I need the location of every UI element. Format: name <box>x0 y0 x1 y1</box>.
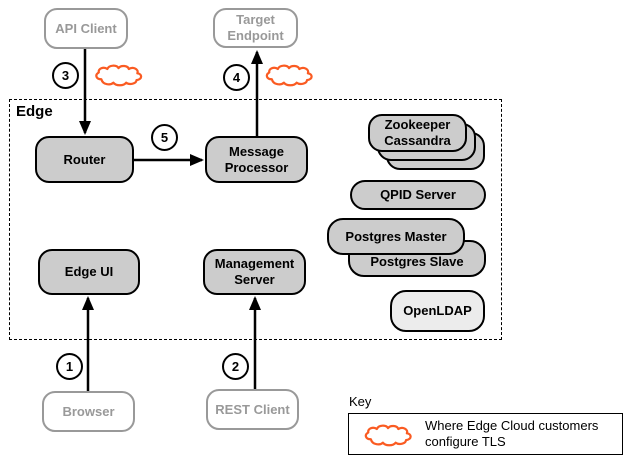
node-rest-client: REST Client <box>206 389 299 430</box>
node-management-server: Management Server <box>203 249 306 295</box>
edge-zone-label: Edge <box>16 103 53 120</box>
node-edge-ui: Edge UI <box>38 249 140 295</box>
step-badge-2-number: 2 <box>231 359 240 374</box>
node-openldap: OpenLDAP <box>390 290 485 332</box>
step-badge-3: 3 <box>52 62 79 89</box>
node-postgres-master: Postgres Master <box>327 218 465 255</box>
key-title: Key <box>349 394 372 409</box>
node-management-server-label: Management Server <box>214 256 295 287</box>
node-rest-client-label: REST Client <box>215 401 290 417</box>
node-message-processor-label: Message Processor <box>224 143 289 175</box>
node-message-processor: Message Processor <box>205 136 308 183</box>
node-qpid-server: QPID Server <box>350 180 486 210</box>
step-badge-5-number: 5 <box>160 130 169 145</box>
step-badge-1-number: 1 <box>65 359 74 374</box>
key-legend-line2: configure TLS <box>425 434 506 449</box>
node-router-label: Router <box>63 151 106 167</box>
node-edge-ui-label: Edge UI <box>64 264 114 279</box>
node-zookeeper-cassandra: Zookeeper Cassandra <box>368 114 467 152</box>
node-postgres-master-label: Postgres Master <box>345 228 447 244</box>
node-qpid-server-label: QPID Server <box>380 187 456 202</box>
step-badge-3-number: 3 <box>61 68 70 83</box>
step-badge-4-number: 4 <box>232 70 241 85</box>
node-browser: Browser <box>42 391 135 432</box>
node-cassandra-label: Cassandra <box>384 133 451 148</box>
node-openldap-label: OpenLDAP <box>403 303 472 318</box>
step-badge-2: 2 <box>222 353 249 380</box>
key-legend-line1: Where Edge Cloud customers <box>425 418 599 433</box>
step-badge-1: 1 <box>56 353 83 380</box>
node-target-endpoint: Target Endpoint <box>213 8 298 48</box>
step-badge-4: 4 <box>223 64 250 91</box>
node-api-client-label: API Client <box>55 20 117 36</box>
key-legend-text: Where Edge Cloud customers configure TLS <box>425 418 598 450</box>
node-zookeeper-label: Zookeeper <box>384 117 451 132</box>
node-api-client: API Client <box>44 8 128 49</box>
node-postgres-slave-label: Postgres Slave <box>370 254 464 269</box>
tls-cloud-icon-step3 <box>95 64 143 87</box>
key-legend-box: Where Edge Cloud customers configure TLS <box>348 413 623 455</box>
tls-cloud-icon-step4 <box>265 64 313 87</box>
node-browser-label: Browser <box>62 403 115 419</box>
step-badge-5: 5 <box>151 124 178 151</box>
node-router: Router <box>35 136 134 183</box>
node-target-endpoint-label: Target Endpoint <box>227 12 284 43</box>
tls-cloud-icon-key <box>364 424 412 447</box>
